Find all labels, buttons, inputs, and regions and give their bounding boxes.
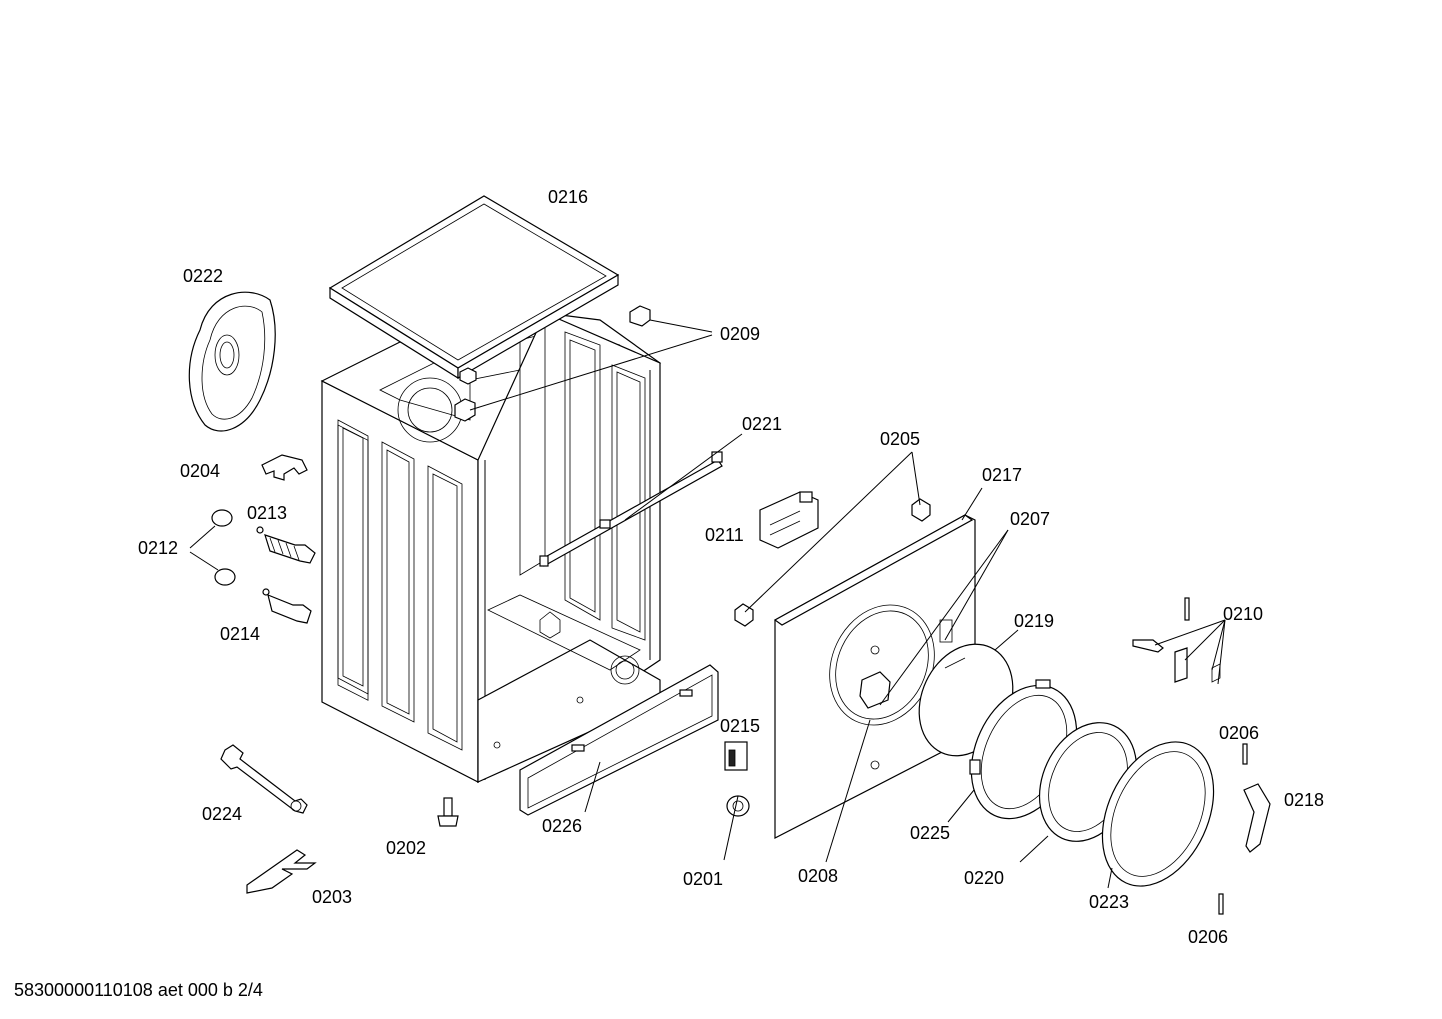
top-cover: [328, 195, 620, 380]
clips-0205: [734, 498, 931, 627]
shock-absorber-0213: [256, 526, 316, 564]
label-0210: 0210: [1223, 604, 1263, 624]
label-0201: 0201: [683, 869, 723, 889]
leader-lines: [189, 319, 1226, 889]
hinge-0218: [1243, 783, 1271, 853]
label-0218: 0218: [1284, 790, 1324, 810]
door-lock-0211: [759, 491, 819, 549]
label-0222: 0222: [183, 266, 223, 286]
label-0211: 0211: [705, 525, 744, 545]
label-0216: 0216: [548, 187, 588, 207]
label-0202: 0202: [386, 838, 426, 858]
label-0203: 0203: [312, 887, 352, 907]
pin-0206-top: [1242, 743, 1248, 765]
label-0207: 0207: [1010, 509, 1050, 529]
feet-0212: [211, 509, 236, 586]
label-0220: 0220: [964, 868, 1004, 888]
document-footer-code: 58300000110108 aet 000 b 2/4: [14, 980, 263, 1000]
foot-0202: [437, 797, 459, 827]
part-0201: [726, 795, 750, 817]
shock-absorber-0214: [262, 588, 312, 624]
cabinet-body: [320, 312, 662, 784]
part-0215: [724, 741, 748, 771]
rear-cover-panel: [188, 291, 276, 432]
label-0204: 0204: [180, 461, 220, 481]
bracket-0203: [246, 849, 317, 894]
front-panel: [773, 514, 976, 839]
cross-brace: [539, 451, 723, 567]
pin-0206-bottom: [1218, 893, 1224, 915]
label-0225: 0225: [910, 823, 950, 843]
part-labels: 0216 0222 0209 0221 0205 0204 0217 0213 …: [138, 187, 1324, 947]
top-cover-clips: [454, 305, 651, 422]
label-0219: 0219: [1014, 611, 1054, 631]
parts-0210: [1132, 597, 1221, 683]
cable-clip-0204: [261, 454, 308, 481]
label-0224: 0224: [202, 804, 242, 824]
label-0206-top: 0206: [1219, 723, 1259, 743]
label-0206-bottom: 0206: [1188, 927, 1228, 947]
wrench-0224: [220, 744, 308, 814]
label-0212: 0212: [138, 538, 178, 558]
door-frame-0223: [1101, 741, 1215, 887]
label-0223: 0223: [1089, 892, 1129, 912]
label-0221: 0221: [742, 414, 782, 434]
label-0208: 0208: [798, 866, 838, 886]
label-0215: 0215: [720, 716, 760, 736]
label-0226: 0226: [542, 816, 582, 836]
label-0213: 0213: [247, 503, 287, 523]
label-0205: 0205: [880, 429, 920, 449]
label-0209: 0209: [720, 324, 760, 344]
label-0217: 0217: [982, 465, 1022, 485]
label-0214: 0214: [220, 624, 260, 644]
plinth-panel: [519, 664, 719, 816]
